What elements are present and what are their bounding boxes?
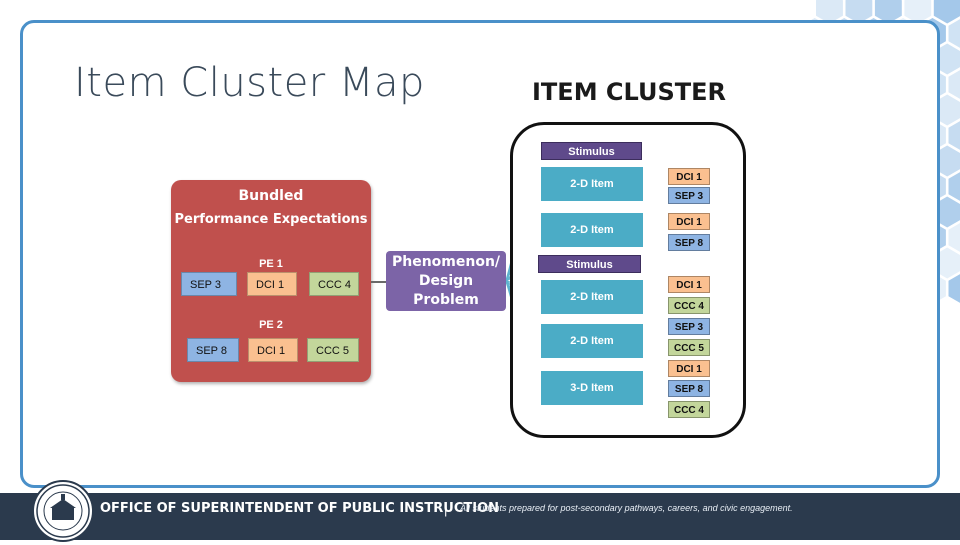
item-5: 3-D Item (541, 371, 643, 405)
item-3: 2-D Item (541, 280, 643, 314)
footer-bar: OFFICE OF SUPERINTENDENT OF PUBLIC INSTR… (0, 493, 960, 540)
item-2-sep-tag: SEP 8 (668, 234, 710, 251)
item-3-ccc-tag: CCC 4 (668, 297, 710, 314)
phenomenon-box: Phenomenon/ Design Problem (386, 251, 506, 311)
footer-separator: | (444, 502, 447, 517)
ospi-seal-icon (32, 480, 94, 542)
item-2: 2-D Item (541, 213, 643, 247)
item-1-sep-tag: SEP 3 (668, 187, 710, 204)
item-5-sep-tag: SEP 8 (668, 380, 710, 397)
item-5-dci-tag: DCI 1 (668, 360, 710, 377)
item-4-sep-tag: SEP 3 (668, 318, 710, 335)
item-5-ccc-tag: CCC 4 (668, 401, 710, 418)
item-1: 2-D Item (541, 167, 643, 201)
item-1-dci-tag: DCI 1 (668, 168, 710, 185)
item-3-dci-tag: DCI 1 (668, 276, 710, 293)
phenomenon-line1: Phenomenon/ (386, 253, 506, 272)
phenomenon-line2: Design Problem (386, 272, 506, 310)
footer-tagline: All students prepared for post-secondary… (460, 503, 793, 513)
item-4-ccc-tag: CCC 5 (668, 339, 710, 356)
item-4: 2-D Item (541, 324, 643, 358)
footer-org-name: OFFICE OF SUPERINTENDENT OF PUBLIC INSTR… (100, 493, 499, 540)
stimulus-2: Stimulus (538, 255, 641, 273)
stimulus-1: Stimulus (541, 142, 642, 160)
item-2-dci-tag: DCI 1 (668, 213, 710, 230)
